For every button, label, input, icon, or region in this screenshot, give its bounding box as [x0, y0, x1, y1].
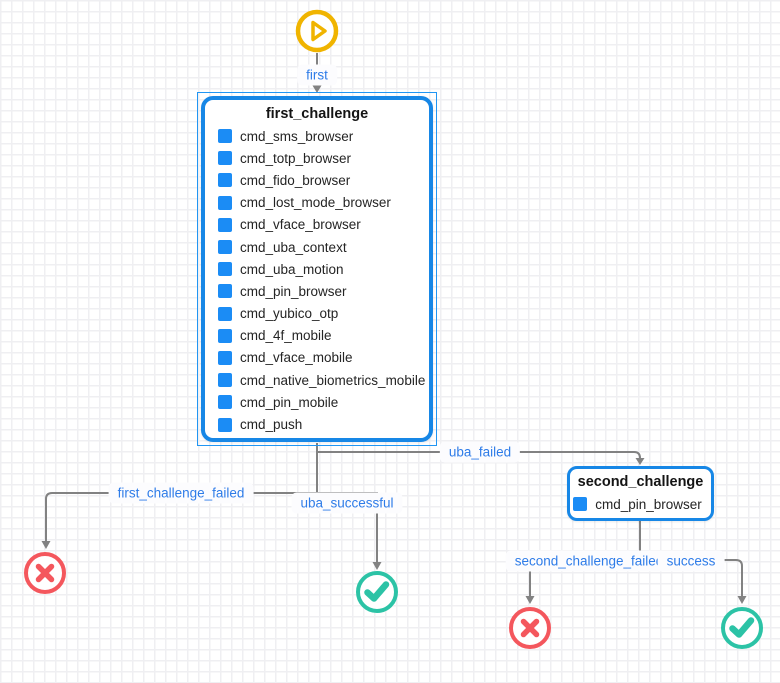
arrowhead-into-fail-left — [41, 541, 51, 549]
list-item[interactable]: cmd_vface_mobile — [218, 347, 429, 369]
command-label: cmd_yubico_otp — [240, 306, 339, 322]
command-label: cmd_vface_browser — [240, 217, 361, 233]
arrowhead-into-success-mid — [372, 562, 382, 570]
start-node[interactable] — [293, 7, 341, 55]
arrowhead-into-success-right — [737, 596, 747, 604]
edge-label-second-challenge-failed[interactable]: second_challenge_failed — [505, 550, 673, 572]
success-check-icon — [721, 607, 763, 649]
command-square-icon — [218, 151, 232, 166]
edge-success — [640, 559, 743, 596]
arrowhead-into-fail-right — [525, 596, 535, 604]
edge-arrowheads — [41, 85, 747, 604]
command-square-icon — [218, 217, 232, 232]
command-label: cmd_sms_browser — [240, 128, 354, 144]
list-item[interactable]: cmd_pin_mobile — [218, 391, 429, 413]
edge-label-uba-failed[interactable]: uba_failed — [439, 441, 521, 463]
command-label: cmd_lost_mode_browser — [240, 195, 391, 211]
node-title: first_challenge — [265, 106, 369, 122]
edge-label-success[interactable]: success — [657, 550, 725, 572]
arrowhead-into-first-challenge — [312, 85, 322, 93]
command-label: cmd_native_biometrics_mobile — [240, 372, 426, 388]
command-label: cmd_pin_browser — [240, 283, 347, 299]
list-item[interactable]: cmd_native_biometrics_mobile — [218, 369, 429, 391]
command-label: cmd_fido_browser — [240, 172, 351, 188]
list-item[interactable]: cmd_yubico_otp — [218, 303, 429, 325]
command-label: cmd_pin_browser — [595, 496, 702, 512]
node-title: second_challenge — [577, 474, 704, 490]
command-square-icon — [218, 195, 232, 210]
command-label: cmd_vface_mobile — [240, 350, 353, 366]
command-square-icon — [218, 350, 232, 365]
command-square-icon — [573, 497, 588, 512]
list-item[interactable]: cmd_lost_mode_browser — [218, 192, 429, 214]
list-item[interactable]: cmd_sms_browser — [218, 125, 429, 147]
terminal-fail-left[interactable] — [21, 549, 69, 597]
node-selection-outline — [197, 92, 437, 446]
command-square-icon — [218, 306, 232, 321]
node-second-challenge[interactable]: second_challenge cmd_pin_browser — [567, 466, 714, 521]
command-label: cmd_4f_mobile — [240, 328, 332, 344]
play-icon — [295, 9, 339, 53]
list-item[interactable]: cmd_push — [218, 413, 429, 435]
command-square-icon — [218, 395, 232, 410]
fail-x-icon — [509, 607, 551, 649]
command-square-icon — [218, 373, 232, 388]
terminal-success-right[interactable] — [718, 604, 766, 652]
command-label: cmd_totp_browser — [240, 150, 352, 166]
fail-x-icon — [24, 552, 66, 594]
success-check-icon — [356, 571, 398, 613]
command-label: cmd_uba_context — [240, 239, 347, 255]
command-square-icon — [218, 284, 232, 299]
list-item[interactable]: cmd_pin_browser — [564, 493, 711, 515]
command-square-icon — [218, 262, 232, 277]
list-item[interactable]: cmd_totp_browser — [218, 147, 429, 169]
list-item[interactable]: cmd_fido_browser — [218, 169, 429, 191]
edge-label-first-challenge-failed[interactable]: first_challenge_failed — [108, 482, 254, 504]
edge-uba-failed — [317, 451, 641, 459]
command-label: cmd_push — [240, 417, 303, 433]
list-item[interactable]: cmd_uba_context — [218, 236, 429, 258]
arrowhead-into-second-challenge — [635, 458, 645, 465]
command-square-icon — [218, 240, 232, 255]
list-item[interactable]: cmd_pin_browser — [218, 280, 429, 302]
list-item[interactable]: cmd_4f_mobile — [218, 325, 429, 347]
terminal-success-mid[interactable] — [353, 568, 401, 616]
edge-label-first[interactable]: first — [297, 64, 337, 86]
list-item[interactable]: cmd_vface_browser — [218, 214, 429, 236]
edge-label-uba-successful[interactable]: uba_successful — [291, 492, 403, 514]
terminal-fail-right[interactable] — [506, 604, 554, 652]
node-first-challenge[interactable]: first_challenge cmd_sms_browser cmd_totp… — [201, 96, 433, 442]
command-square-icon — [218, 129, 232, 144]
command-label: cmd_uba_motion — [240, 261, 344, 277]
edge-first-challenge-failed — [45, 492, 317, 541]
command-label: cmd_pin_mobile — [240, 394, 339, 410]
command-square-icon — [218, 173, 232, 188]
list-item[interactable]: cmd_uba_motion — [218, 258, 429, 280]
command-square-icon — [218, 417, 232, 432]
command-square-icon — [218, 328, 232, 343]
